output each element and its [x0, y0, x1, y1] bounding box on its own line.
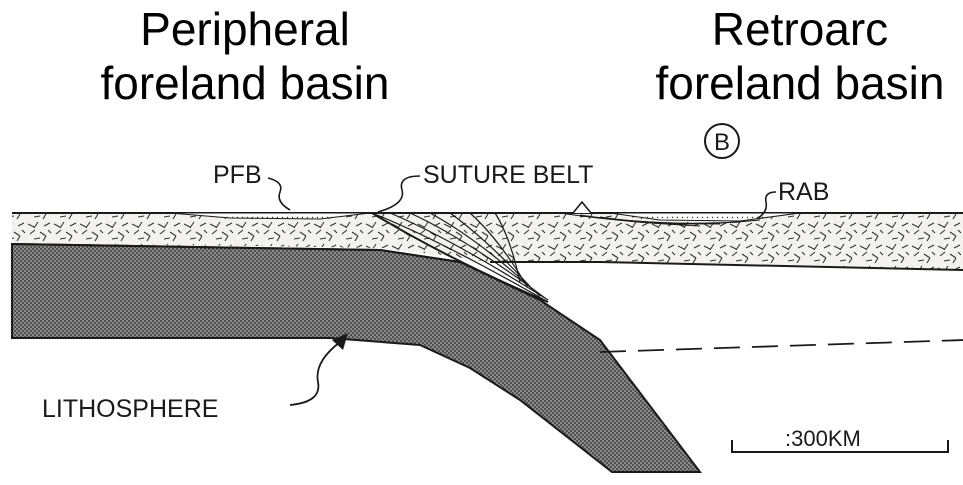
pfb-leader [268, 178, 290, 210]
scale-bar: :300KM [732, 426, 948, 452]
pfb-label: PFB [213, 161, 262, 189]
lithosphere-base-dashed [600, 340, 963, 352]
suture-belt-leader [378, 176, 420, 212]
suture-belt-label: SUTURE BELT [423, 161, 593, 189]
panel-marker-letter: B [714, 129, 730, 156]
scale-bar-label: :300KM [785, 426, 861, 451]
lithosphere-slab [12, 244, 700, 472]
volcanic-arc-icon [573, 202, 591, 213]
rab-label: RAB [778, 178, 829, 206]
lithosphere-label: LITHOSPHERE [42, 395, 218, 423]
panel-marker: B [705, 124, 739, 158]
lithosphere-leader [290, 342, 340, 405]
